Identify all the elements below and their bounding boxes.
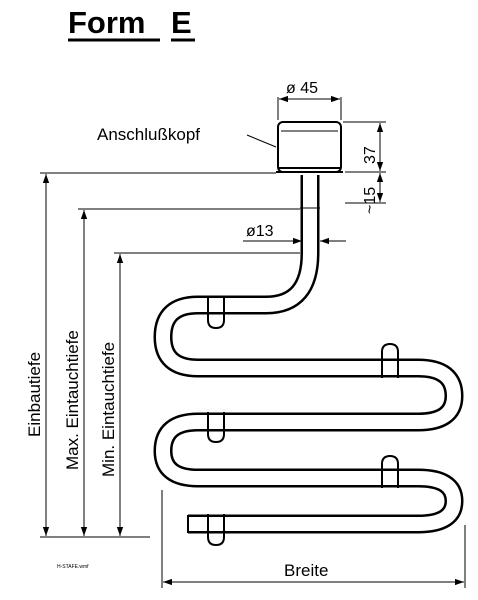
pipe-inner: [156, 175, 461, 531]
heating-coil: [153, 175, 464, 547]
head-body: [277, 121, 342, 173]
connection-head: [276, 121, 343, 173]
dimension-head-height: 37 ~15: [343, 121, 386, 214]
support-clip: [381, 454, 399, 488]
support-clip: [381, 342, 399, 378]
support-clip: [207, 514, 225, 547]
install-depth-label: Einbautiefe: [25, 352, 44, 437]
dimension-install-depth: Einbautiefe: [25, 174, 50, 536]
min-immersion-label: Min. Eintauchtiefe: [99, 342, 118, 477]
leader-line: [246, 134, 277, 148]
dim-pipe-diameter-text: ø13: [246, 223, 274, 240]
connection-head-callout: Anschlußkopf: [97, 125, 277, 148]
max-immersion-label: Max. Eintauchtiefe: [63, 330, 82, 470]
dimension-head-diameter: ø 45: [277, 80, 342, 120]
dim-head-diameter-text: ø 45: [286, 80, 318, 97]
title-letter: E: [171, 5, 192, 40]
dim-head-height-text: 37: [362, 146, 379, 164]
dim-approx-15-text: ~15: [362, 187, 379, 214]
dimension-max-immersion: Max. Eintauchtiefe: [63, 210, 88, 536]
dimension-pipe-diameter: ø13: [243, 223, 346, 245]
title-form: Form: [68, 5, 146, 40]
width-label: Breite: [284, 561, 328, 580]
file-label: H-STAFE.wmf: [57, 564, 89, 570]
connection-head-label: Anschlußkopf: [97, 125, 200, 144]
support-clip: [207, 296, 225, 330]
support-clip: [207, 412, 225, 444]
dimension-width: Breite: [161, 490, 466, 588]
depth-reference-lines: [40, 172, 300, 538]
dimension-min-immersion: Min. Eintauchtiefe: [99, 254, 124, 536]
drawing-title: Form E: [68, 5, 195, 42]
